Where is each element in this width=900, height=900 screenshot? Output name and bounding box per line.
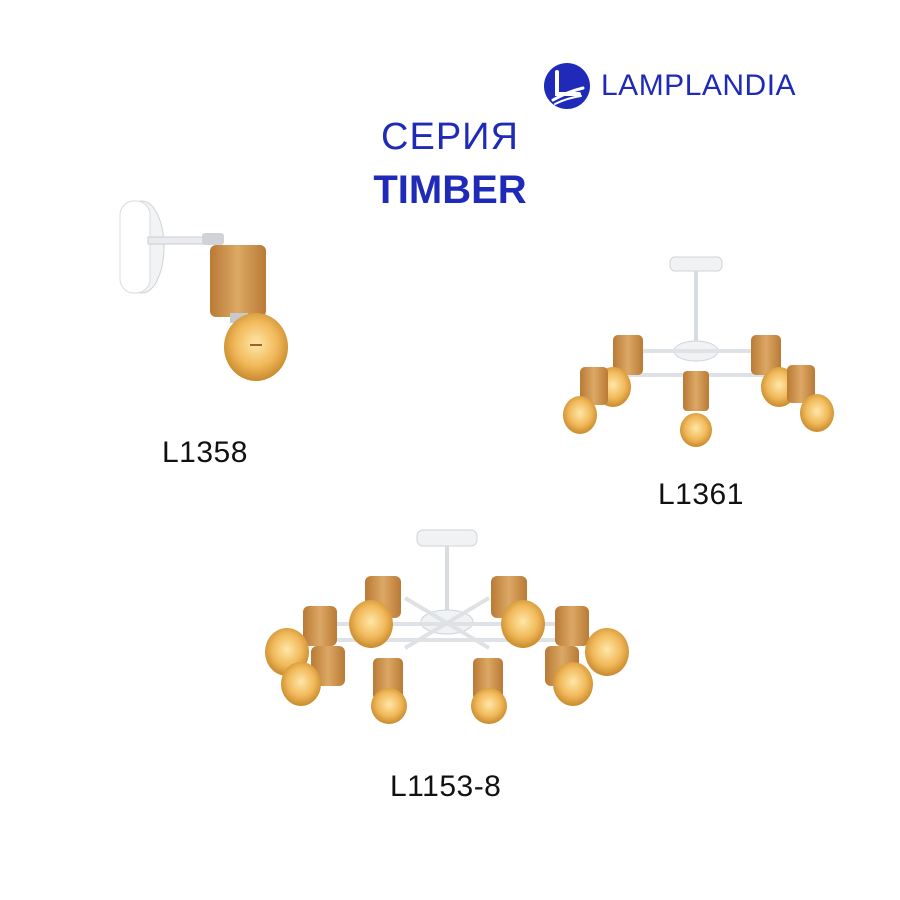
- product-image-l1358: [119, 200, 288, 381]
- product-image-l1153-8: [265, 529, 629, 724]
- brand-logo: LAMPLANDIA: [543, 60, 833, 112]
- lamp-4: [371, 658, 407, 724]
- product-image-l1361: [563, 256, 834, 447]
- product-model-l1358: L1358: [162, 436, 248, 469]
- brand-name: LAMPLANDIA: [601, 69, 797, 102]
- lamp-7: [555, 606, 629, 676]
- product-model-l1153-8: L1153-8: [390, 770, 502, 803]
- lamp-6: [491, 576, 545, 648]
- lamp-5: [471, 658, 507, 724]
- lamp-3: [680, 371, 712, 447]
- lamp-3: [281, 646, 345, 706]
- series-label: СЕРИЯ: [381, 116, 519, 158]
- lamplandia-logo-icon: [544, 63, 590, 109]
- series-name: TIMBER: [373, 168, 527, 212]
- lamp-8: [545, 646, 593, 706]
- lamp-2: [563, 367, 608, 434]
- lamp-1: [349, 576, 401, 648]
- product-model-l1361: L1361: [658, 478, 744, 511]
- lamp-5: [787, 365, 834, 432]
